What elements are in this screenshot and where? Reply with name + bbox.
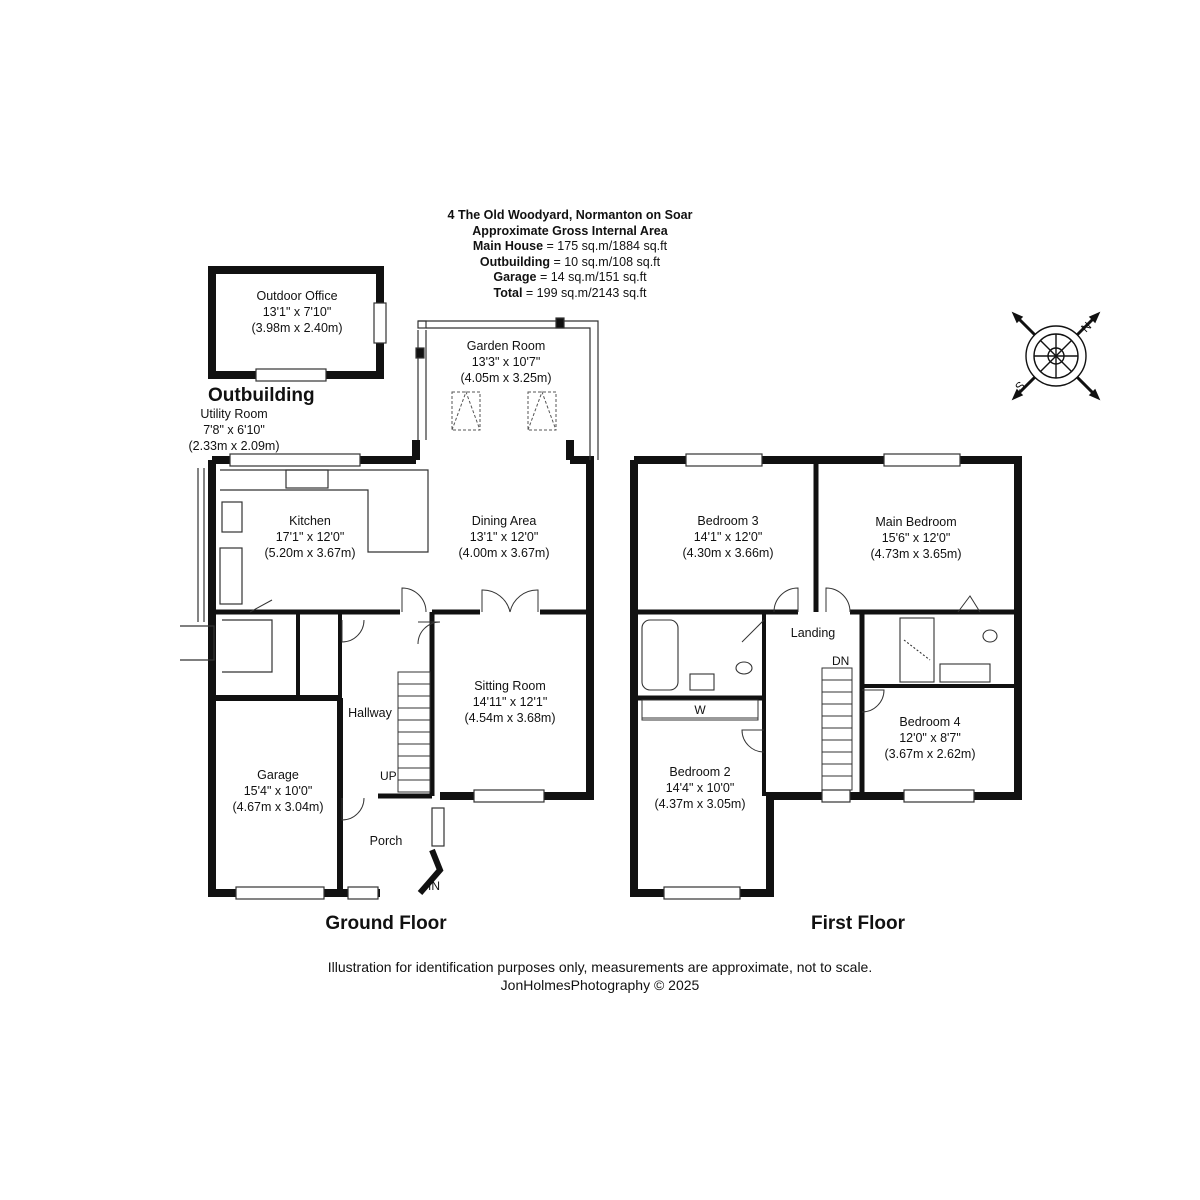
svg-text:(5.20m x 3.67m): (5.20m x 3.67m) bbox=[264, 546, 355, 560]
main-house-value: = 175 sq.m/1884 sq.ft bbox=[543, 239, 668, 253]
svg-text:(4.37m x 3.05m): (4.37m x 3.05m) bbox=[654, 797, 745, 811]
kitchen-counters bbox=[219, 469, 429, 673]
svg-text:15'4" x 10'0": 15'4" x 10'0" bbox=[244, 784, 313, 798]
compass-south-label: S bbox=[1012, 379, 1028, 395]
landing-label: Landing bbox=[791, 626, 836, 640]
stairs-up-label: UP bbox=[380, 769, 397, 783]
first-floor-stairs bbox=[821, 667, 853, 791]
floorplan-header: 4 The Old Woodyard, Normanton on Soar Ap… bbox=[370, 208, 770, 301]
outbuilding-area-label: Outbuilding bbox=[479, 254, 550, 269]
main-bedroom-label: Main Bedroom 15'6" x 12'0" (4.73m x 3.65… bbox=[870, 515, 961, 561]
utility-room-label: Utility Room 7'8" x 6'10" (2.33m x 2.09m… bbox=[188, 407, 279, 453]
ground-floor-doors bbox=[249, 587, 539, 821]
first-floor-doors bbox=[741, 587, 981, 753]
ground-floor-label: Ground Floor bbox=[325, 913, 447, 934]
disclaimer-text: Illustration for identification purposes… bbox=[327, 959, 873, 975]
svg-text:(4.05m x 3.25m): (4.05m x 3.25m) bbox=[460, 371, 551, 385]
total-area-value: = 199 sq.m/2143 sq.ft bbox=[522, 285, 647, 300]
outdoor-office-label: Outdoor Office 13'1" x 7'10" (3.98m x 2.… bbox=[251, 289, 342, 335]
outbuilding-area-value: = 10 sq.m/108 sq.ft bbox=[549, 254, 661, 269]
roof-windows bbox=[451, 390, 557, 431]
svg-text:Main Bedroom: Main Bedroom bbox=[875, 515, 956, 529]
svg-text:Kitchen: Kitchen bbox=[289, 514, 331, 528]
svg-text:Bedroom 2: Bedroom 2 bbox=[669, 765, 730, 779]
ground-floor-stairs bbox=[397, 671, 431, 793]
svg-text:(4.54m x 3.68m): (4.54m x 3.68m) bbox=[464, 711, 555, 725]
main-house-label: Main House bbox=[472, 239, 544, 253]
outbuilding-windows bbox=[255, 302, 387, 382]
area-subtitle: Approximate Gross Internal Area bbox=[472, 223, 668, 238]
svg-text:(3.67m x 2.62m): (3.67m x 2.62m) bbox=[884, 747, 975, 761]
svg-text:Bedroom 4: Bedroom 4 bbox=[899, 715, 960, 729]
wardrobe bbox=[641, 699, 759, 721]
bathroom-fixtures bbox=[641, 617, 998, 691]
porch-label: Porch bbox=[370, 834, 403, 848]
kitchen-label: Kitchen 17'1" x 12'0" (5.20m x 3.67m) bbox=[264, 514, 355, 560]
garage-area-value: = 14 sq.m/151 sq.ft bbox=[536, 270, 647, 284]
svg-text:(2.33m x 2.09m): (2.33m x 2.09m) bbox=[188, 439, 279, 453]
ground-floor-walls bbox=[208, 440, 594, 897]
total-area-label: Total bbox=[493, 285, 523, 300]
svg-text:(4.67m x 3.04m): (4.67m x 3.04m) bbox=[232, 800, 323, 814]
svg-text:13'1" x 7'10": 13'1" x 7'10" bbox=[263, 305, 332, 319]
garage-label: Garage 15'4" x 10'0" (4.67m x 3.04m) bbox=[232, 768, 323, 814]
svg-text:Garden Room: Garden Room bbox=[467, 339, 546, 353]
outbuilding-title: Outbuilding bbox=[208, 385, 315, 406]
svg-text:Sitting Room: Sitting Room bbox=[474, 679, 546, 693]
entrance-label: IN bbox=[428, 879, 440, 893]
utility-side-wall bbox=[180, 468, 215, 661]
first-floor-label: First Floor bbox=[811, 913, 906, 934]
wardrobe-label: W bbox=[694, 703, 706, 717]
svg-text:Dining Area: Dining Area bbox=[472, 514, 537, 528]
svg-text:12'0" x 8'7": 12'0" x 8'7" bbox=[899, 731, 961, 745]
stairs-down-label: DN bbox=[832, 654, 849, 668]
svg-text:14'1" x 12'0": 14'1" x 12'0" bbox=[694, 530, 763, 544]
svg-text:13'1" x 12'0": 13'1" x 12'0" bbox=[470, 530, 539, 544]
garage-area-label: Garage bbox=[493, 270, 537, 284]
compass-icon bbox=[1011, 311, 1101, 401]
svg-text:14'4" x 10'0": 14'4" x 10'0" bbox=[666, 781, 735, 795]
svg-text:14'11" x 12'1": 14'11" x 12'1" bbox=[473, 695, 548, 709]
garden-room-glazing bbox=[415, 317, 599, 460]
svg-text:(3.98m x 2.40m): (3.98m x 2.40m) bbox=[251, 321, 342, 335]
property-address: 4 The Old Woodyard, Normanton on Soar bbox=[447, 208, 693, 222]
svg-text:Garage: Garage bbox=[257, 768, 299, 782]
svg-text:Outdoor Office: Outdoor Office bbox=[256, 289, 337, 303]
svg-text:(4.00m x 3.67m): (4.00m x 3.67m) bbox=[458, 546, 549, 560]
bedroom-2-label: Bedroom 2 14'4" x 10'0" (4.37m x 3.05m) bbox=[654, 765, 745, 811]
bedroom-4-label: Bedroom 4 12'0" x 8'7" (3.67m x 2.62m) bbox=[884, 715, 975, 761]
svg-text:7'8" x 6'10": 7'8" x 6'10" bbox=[203, 423, 265, 437]
dining-area-label: Dining Area 13'1" x 12'0" (4.00m x 3.67m… bbox=[458, 514, 549, 560]
footer: Illustration for identification purposes… bbox=[0, 958, 1200, 994]
svg-text:15'6" x 12'0": 15'6" x 12'0" bbox=[882, 531, 951, 545]
bedroom-3-label: Bedroom 3 14'1" x 12'0" (4.30m x 3.66m) bbox=[682, 514, 773, 560]
garden-room-label: Garden Room 13'3" x 10'7" (4.05m x 3.25m… bbox=[460, 339, 551, 385]
svg-text:13'3" x 10'7": 13'3" x 10'7" bbox=[472, 355, 541, 369]
svg-text:(4.30m x 3.66m): (4.30m x 3.66m) bbox=[682, 546, 773, 560]
sitting-room-label: Sitting Room 14'11" x 12'1" (4.54m x 3.6… bbox=[464, 679, 555, 725]
first-floor-walls bbox=[630, 456, 1022, 897]
svg-text:Bedroom 3: Bedroom 3 bbox=[697, 514, 758, 528]
svg-text:(4.73m x 3.65m): (4.73m x 3.65m) bbox=[870, 547, 961, 561]
svg-text:Utility Room: Utility Room bbox=[200, 407, 267, 421]
ground-floor-windows bbox=[229, 453, 545, 900]
first-floor-windows bbox=[663, 453, 975, 900]
hallway-label: Hallway bbox=[348, 706, 393, 720]
credit-text: JonHolmesPhotography © 2025 bbox=[500, 977, 700, 993]
svg-text:17'1" x 12'0": 17'1" x 12'0" bbox=[276, 530, 345, 544]
